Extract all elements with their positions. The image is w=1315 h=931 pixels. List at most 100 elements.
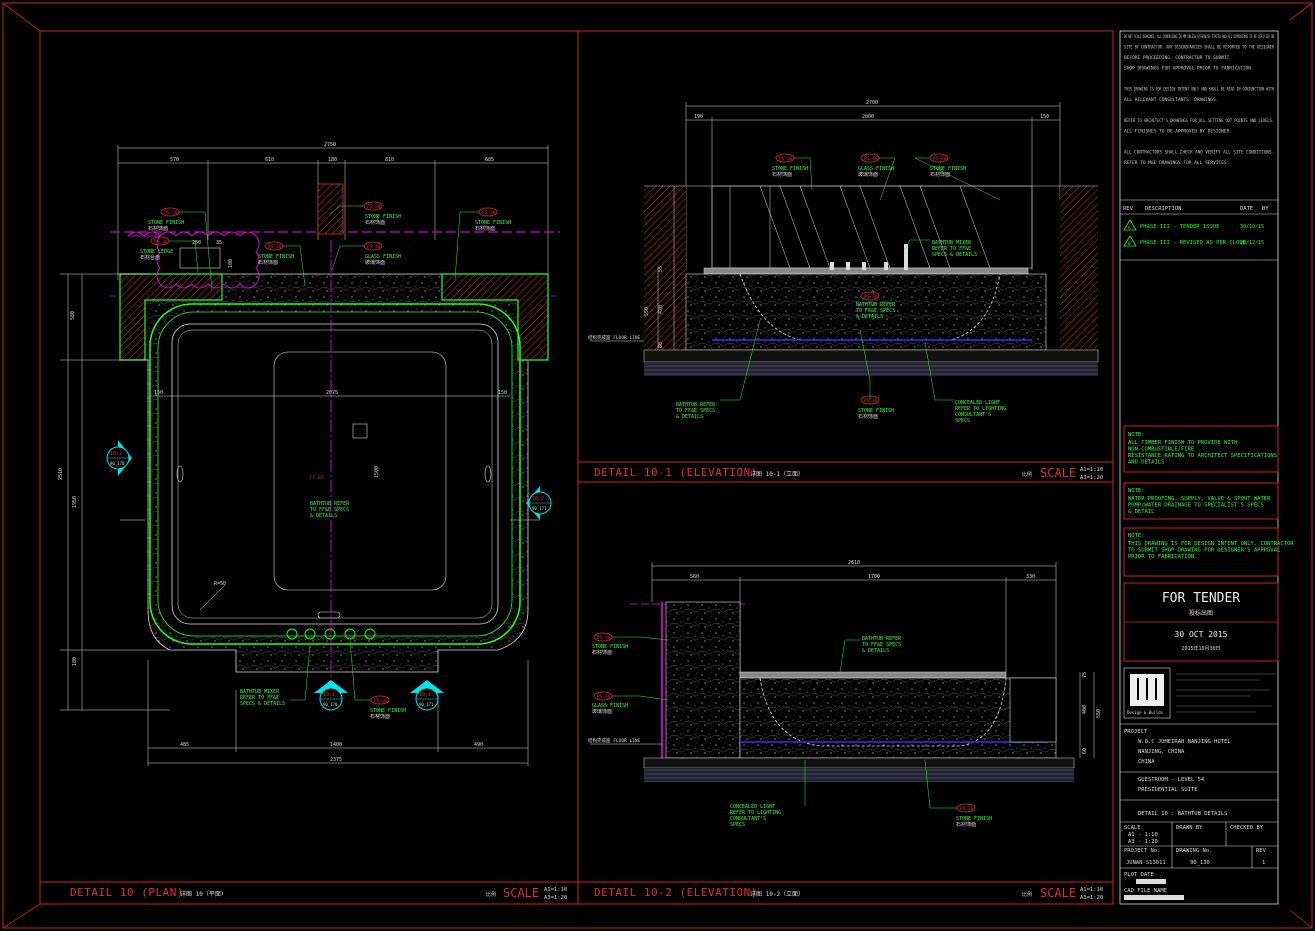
svg-text:90_170: 90_170 xyxy=(323,702,338,707)
text-line: CONCEALED LIGHT xyxy=(955,400,1000,406)
plan-revision-cloud xyxy=(127,231,260,289)
svg-text:GLASS FINISH: GLASS FINISH xyxy=(365,254,401,260)
plan-dim-3: 180 xyxy=(328,157,337,163)
rev-header-by: BY xyxy=(1262,206,1269,212)
note-body-3: THIS DRAWING IS FOR DESIGN INTENT ONLY. … xyxy=(1128,541,1294,560)
rev-row-b: B PHASE III - REVISED AS PER CLOUD 28/12… xyxy=(1123,235,1264,247)
tender-status: FOR TENDER xyxy=(1162,591,1240,606)
plan-scale-a1: A1=1:10 xyxy=(544,887,567,893)
general-note-line: ALL CONTRACTORS SHALL CHECK AND VERIFY A… xyxy=(1124,150,1274,156)
text-line: & DETAILS xyxy=(310,513,337,519)
svg-text:STONE FINISH: STONE FINISH xyxy=(956,816,992,822)
tb-drawing-no-label: DRAWING No. xyxy=(1176,848,1212,854)
note-line: ALL TIMBER FINISH TO PROVIDE WITH xyxy=(1128,440,1237,446)
general-note-line: BEFORE PROCEEDING. CONTRACTOR TO SUBMIT xyxy=(1124,55,1230,61)
elev1-dim-2: 2000 xyxy=(862,114,874,120)
plan-ledge-box xyxy=(179,247,221,269)
plan-dim-4: 810 xyxy=(385,157,394,163)
plan-title-bar: DETAIL 10 (PLAN) 详图 10（平面） 比例 SCALE A1=1… xyxy=(70,886,567,901)
tb-scale-a1: A1 - 1:10 xyxy=(1128,832,1158,838)
project-info: PROJECT W.O.C JUMEIRAH NANJING HOTEL NAN… xyxy=(1120,723,1278,900)
project-country: CHINA xyxy=(1138,759,1155,765)
svg-text:石材饰面: 石材饰面 xyxy=(148,225,168,232)
svg-text:STONE FINISH: STONE FINISH xyxy=(370,708,406,714)
tb-rev: 1 xyxy=(1262,860,1265,866)
plan-tag-2: PS-30 STONE LEDGE 石材台面 xyxy=(140,236,173,261)
plan-dim-right: 1500 xyxy=(374,466,380,478)
svg-text:STONE FINISH: STONE FINISH xyxy=(475,220,511,226)
text-line: BATHTUB REFER xyxy=(310,501,350,507)
plan-dim-1: 570 xyxy=(170,157,179,163)
svg-text:PHASE III - TENDER ISSUE: PHASE III - TENDER ISSUE xyxy=(1140,224,1219,230)
plan-section-marker-bottom-2: 10-1 90_171 xyxy=(410,680,444,711)
elev2-dim-3: 330 xyxy=(1026,574,1035,580)
elev2-scale-a3: A3=1:20 xyxy=(1080,895,1103,901)
note-line: WATER PROOFING, SUPPLY, VALVE & SPOUT WA… xyxy=(1128,496,1271,502)
general-note-line: SHOP DRAWINGS FOR APPROVAL PRIOR TO FABR… xyxy=(1124,66,1254,72)
rev-header-date: DATE xyxy=(1240,206,1253,212)
plan-dim-left-2: 1950 xyxy=(72,496,78,508)
general-note-line: REFER TO ARCHITECT'S DRAWINGS FOR ALL SE… xyxy=(1124,118,1274,124)
tender-date-cn: 2015年10月30日 xyxy=(1181,645,1220,652)
text-line: CONSULTANT'S xyxy=(730,816,766,822)
elev2-floor-slab xyxy=(643,757,1075,769)
note-line: THIS DRAWING IS FOR DESIGN INTENT ONLY. … xyxy=(1128,541,1294,547)
text-line: BATHTUB MIXER xyxy=(240,689,280,695)
text-line: BATHTUB REFER xyxy=(862,636,902,642)
plan-tub-floor xyxy=(273,351,447,591)
plan-dim-inner: 2075 xyxy=(326,390,338,396)
svg-text:STONE FINISH: STONE FINISH xyxy=(258,254,294,260)
elev1-tag-1: PS-30 STONE FINISH 石材饰面 xyxy=(772,153,808,178)
elev1-scale-cn: 比例 xyxy=(1022,471,1032,478)
plan-title: DETAIL 10 (PLAN) xyxy=(70,886,184,899)
plan-dim-small-2: 100 xyxy=(228,259,234,268)
plan-view: 2750 570 610 180 810 685 2075 150 150 R=… xyxy=(58,142,560,766)
text-line: TO FF&E SPECS xyxy=(862,642,901,648)
plan-section-marker-left: 10-2 90_170 xyxy=(106,440,132,476)
note-line: PUMP/WATER DRAINAGE TO SPECIALIST'S SPEC… xyxy=(1128,503,1264,509)
note-line: & DETAIL xyxy=(1128,509,1155,515)
elev2-dim-0: 2610 xyxy=(848,560,860,566)
svg-text:PS-30: PS-30 xyxy=(154,239,168,245)
svg-text:PS-30: PS-30 xyxy=(597,635,611,641)
text-line: REFER TO LIGHTING xyxy=(730,810,781,816)
plan-handle-right xyxy=(484,465,492,483)
svg-text:30/10/15: 30/10/15 xyxy=(1240,224,1264,230)
plan-dim-small-0: 250 xyxy=(192,240,201,246)
svg-text:GLASS FINISH: GLASS FINISH xyxy=(592,703,628,709)
project-label: PROJECT xyxy=(1124,729,1148,735)
project-name: W.O.C JUMEIRAH NANJING HOTEL xyxy=(1138,739,1231,745)
plan-dim-bottom-0: 485 xyxy=(180,742,189,748)
elev2-dim-2: 1700 xyxy=(868,574,880,580)
elev1-leaders xyxy=(720,157,1001,401)
elev1-scale-label: SCALE xyxy=(1040,466,1076,480)
svg-text:STONE FINISH: STONE FINISH xyxy=(148,220,184,226)
plan-dim-overall: 2750 xyxy=(324,142,336,148)
plan-dim-bottom-1: 1400 xyxy=(330,742,342,748)
svg-text:10-1: 10-1 xyxy=(419,692,431,698)
plan-tag-3: PS-30 STONE FINISH 石材饰面 xyxy=(258,241,294,266)
svg-text:STONE LEDGE: STONE LEDGE xyxy=(140,249,173,255)
svg-text:PS-30: PS-30 xyxy=(367,204,381,210)
elev1-dim-3: 150 xyxy=(1040,114,1049,120)
svg-text:石材饰面: 石材饰面 xyxy=(956,821,976,828)
plan-dim-2: 610 xyxy=(265,157,274,163)
elev1-title-cn: 详图 10-1（立面） xyxy=(750,470,804,478)
elev2-tag-3: PS-30 STONE FINISH 石材饰面 xyxy=(956,803,992,828)
elevation-2-view: 2610 560 1700 330 结构完成面 FLOOR LINE 75 40… xyxy=(588,560,1102,828)
text-line: & DETAILS xyxy=(676,414,703,420)
suite-label: PRESIDENTIAL SUITE xyxy=(1138,787,1198,793)
plan-handle-left xyxy=(176,465,184,483)
tb-cad-label: CAD FILE NAME xyxy=(1124,888,1167,894)
elev2-title: DETAIL 10-2 (ELEVATION) xyxy=(594,886,758,899)
plan-center-code: FF-BT xyxy=(310,475,324,481)
tb-plot-date-bar xyxy=(1136,879,1166,884)
general-note-line: REFER TO M&E DRAWINGS FOR ALL SERVICES. xyxy=(1124,160,1229,166)
svg-text:90_171: 90_171 xyxy=(532,506,547,511)
plan-dim-5: 685 xyxy=(485,157,494,163)
plan-tag-1: PS-30 STONE FINISH 石材饰面 xyxy=(148,207,184,232)
